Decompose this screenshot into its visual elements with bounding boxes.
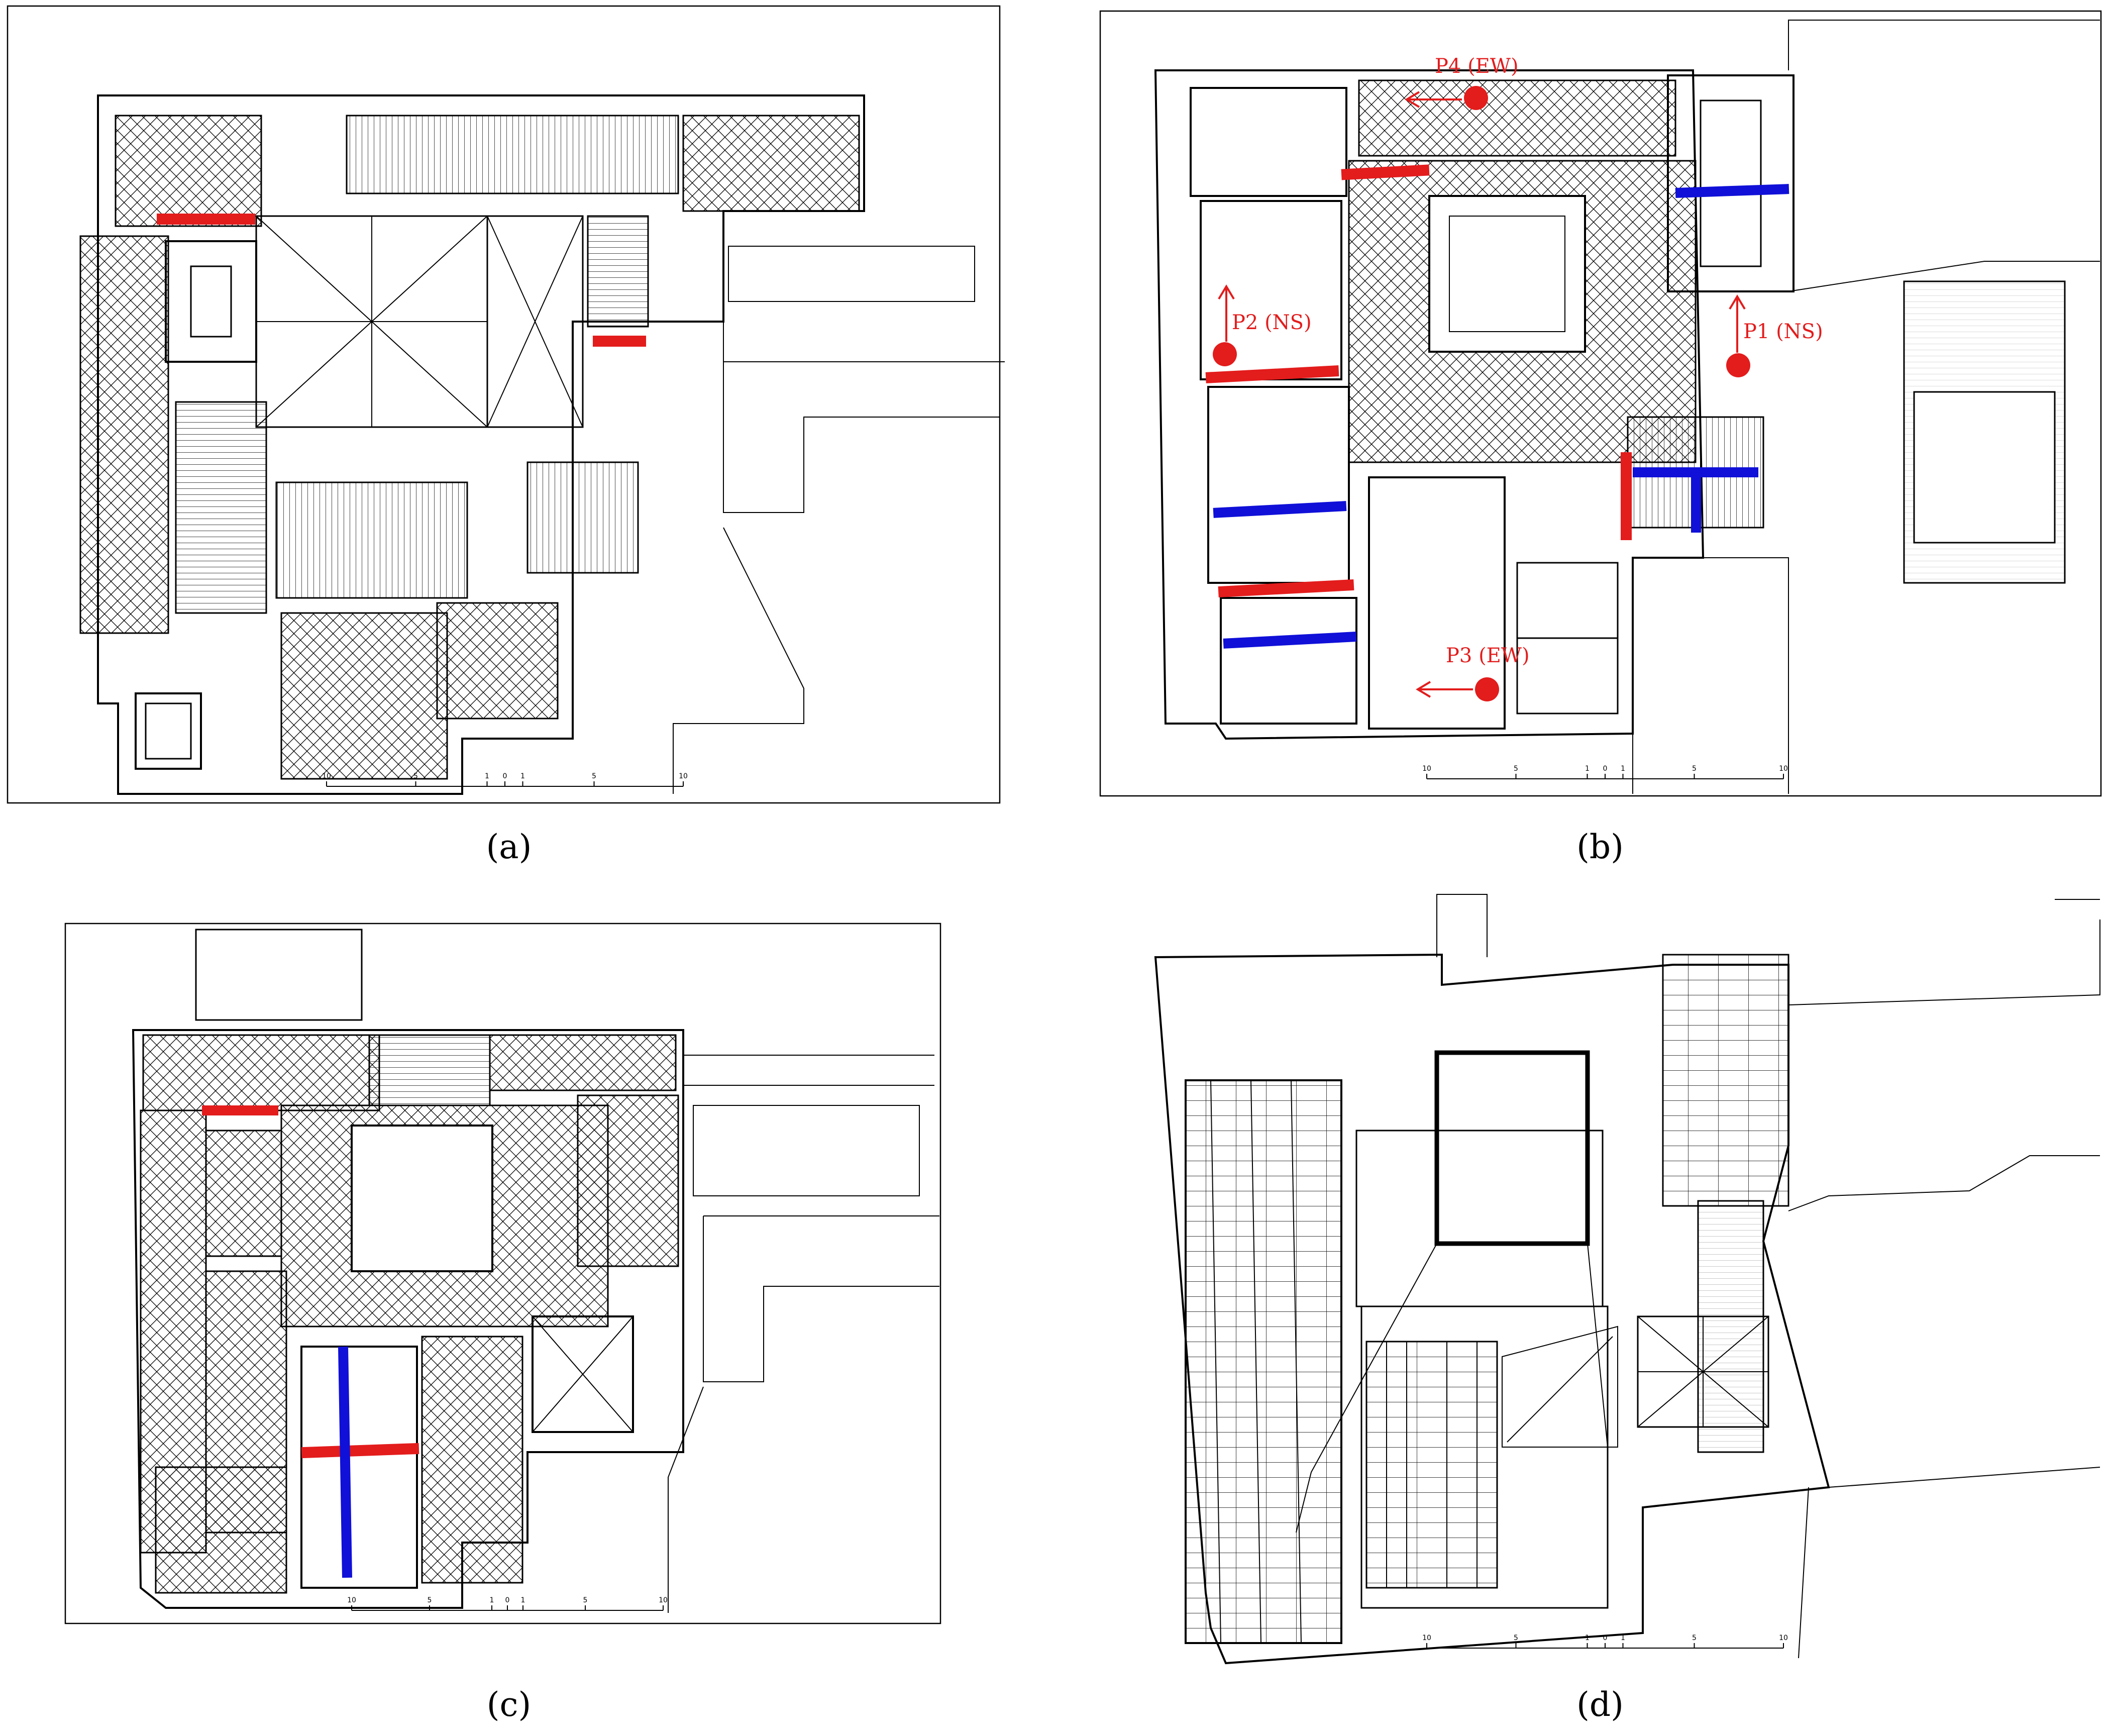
scale-bar-tick-label: 1 — [1585, 1634, 1590, 1642]
scale-bar-tick-label: 1 — [1621, 1634, 1625, 1642]
marker-p2-arrow — [1218, 284, 1235, 342]
scale-bar-tick-label: 10 — [659, 1596, 668, 1604]
panel-b-blue-wall-5 — [1691, 472, 1701, 533]
scale-bar-tick-label: 5 — [1514, 1634, 1518, 1642]
panel-c-red-wall-2 — [301, 1443, 419, 1459]
panel-c-blue-wall-1 — [338, 1346, 353, 1578]
scale-bar-tick-label: 1 — [1585, 765, 1590, 773]
panel-d-plan — [1154, 894, 2100, 1665]
panel-c-frame — [64, 923, 941, 1624]
scale-bar-tick-label: 5 — [1514, 765, 1518, 773]
scale-bar-tick-label: 10 — [679, 772, 688, 780]
panel-a-frame — [7, 5, 1001, 804]
marker-p3-label: P3 (EW) — [1446, 644, 1530, 667]
scale-bar-tick-label: 10 — [322, 772, 331, 780]
scale-bar-tick-label: 10 — [347, 1596, 356, 1604]
scale-bar-tick-label: 5 — [1692, 1634, 1697, 1642]
panel-a-plan — [79, 94, 1005, 795]
marker-p2: P2 (NS) — [1213, 284, 1312, 366]
scale-bar-tick-label: 0 — [1603, 1634, 1608, 1642]
scale-bar-tick-label: 10 — [1779, 1634, 1788, 1642]
marker-p1-point — [1726, 353, 1750, 377]
panel-b-red-wall-4 — [1621, 452, 1632, 540]
scale-bar-tick-label: 10 — [1422, 1634, 1431, 1642]
panel-b-red-wall-2 — [1205, 365, 1339, 383]
scale-bar-tick-label: 10 — [1422, 765, 1431, 773]
panel-c-red-wall-1 — [202, 1105, 278, 1115]
panel-b-red-wall-1 — [1341, 164, 1430, 180]
scale-bar-tick-label: 1 — [521, 1596, 525, 1604]
marker-p2-point — [1213, 342, 1237, 366]
marker-p4-label: P4 (EW) — [1435, 55, 1519, 78]
scale-bar-tick-label: 1 — [490, 1596, 494, 1604]
scale-bar-tick-label: 5 — [1692, 765, 1697, 773]
marker-p2-label: P2 (NS) — [1232, 311, 1312, 334]
scale-bar-tick-label: 0 — [505, 1596, 510, 1604]
scale-bar-tick-label: 1 — [1621, 765, 1625, 773]
scale-bar-tick-label: 5 — [428, 1596, 432, 1604]
panel-a-caption: (a) — [486, 828, 532, 866]
scale-bar-tick-label: 5 — [583, 1596, 588, 1604]
marker-p3-arrow — [1416, 681, 1473, 698]
panel-b-caption: (b) — [1576, 828, 1624, 866]
panel-b-blue-wall-3 — [1223, 632, 1357, 649]
marker-p4-point — [1464, 86, 1488, 110]
marker-p4: P4 (EW) — [1405, 55, 1519, 110]
panel-b-frame — [1099, 10, 2102, 797]
panel-c-caption: (c) — [487, 1685, 531, 1724]
marker-p4-arrow — [1405, 91, 1462, 108]
marker-p1-arrow — [1729, 294, 1746, 353]
marker-p1-label: P1 (NS) — [1743, 320, 1823, 343]
panel-a-red-wall-1 — [157, 214, 255, 225]
panel-d-caption: (d) — [1576, 1685, 1624, 1724]
panel-b-blue-wall-1 — [1675, 184, 1789, 198]
scale-bar-tick-label: 5 — [592, 772, 596, 780]
scale-bar-tick-label: 10 — [1779, 765, 1788, 773]
scale-bar-tick-label: 1 — [485, 772, 489, 780]
marker-p3-point — [1475, 677, 1499, 701]
panel-b-plan — [1154, 20, 2100, 794]
scale-bar-tick-label: 1 — [520, 772, 525, 780]
marker-p3: P3 (EW) — [1416, 644, 1530, 701]
scale-bar-tick-label: 0 — [1603, 765, 1608, 773]
scale-bar-tick-label: 0 — [503, 772, 507, 780]
panel-b-red-wall-3 — [1218, 579, 1354, 598]
marker-p1: P1 (NS) — [1726, 294, 1823, 377]
panel-c-plan — [132, 929, 939, 1613]
panel-a-red-wall-2 — [593, 336, 646, 347]
scale-bar-tick-label: 5 — [413, 772, 418, 780]
panel-b-blue-wall-2 — [1213, 501, 1347, 518]
